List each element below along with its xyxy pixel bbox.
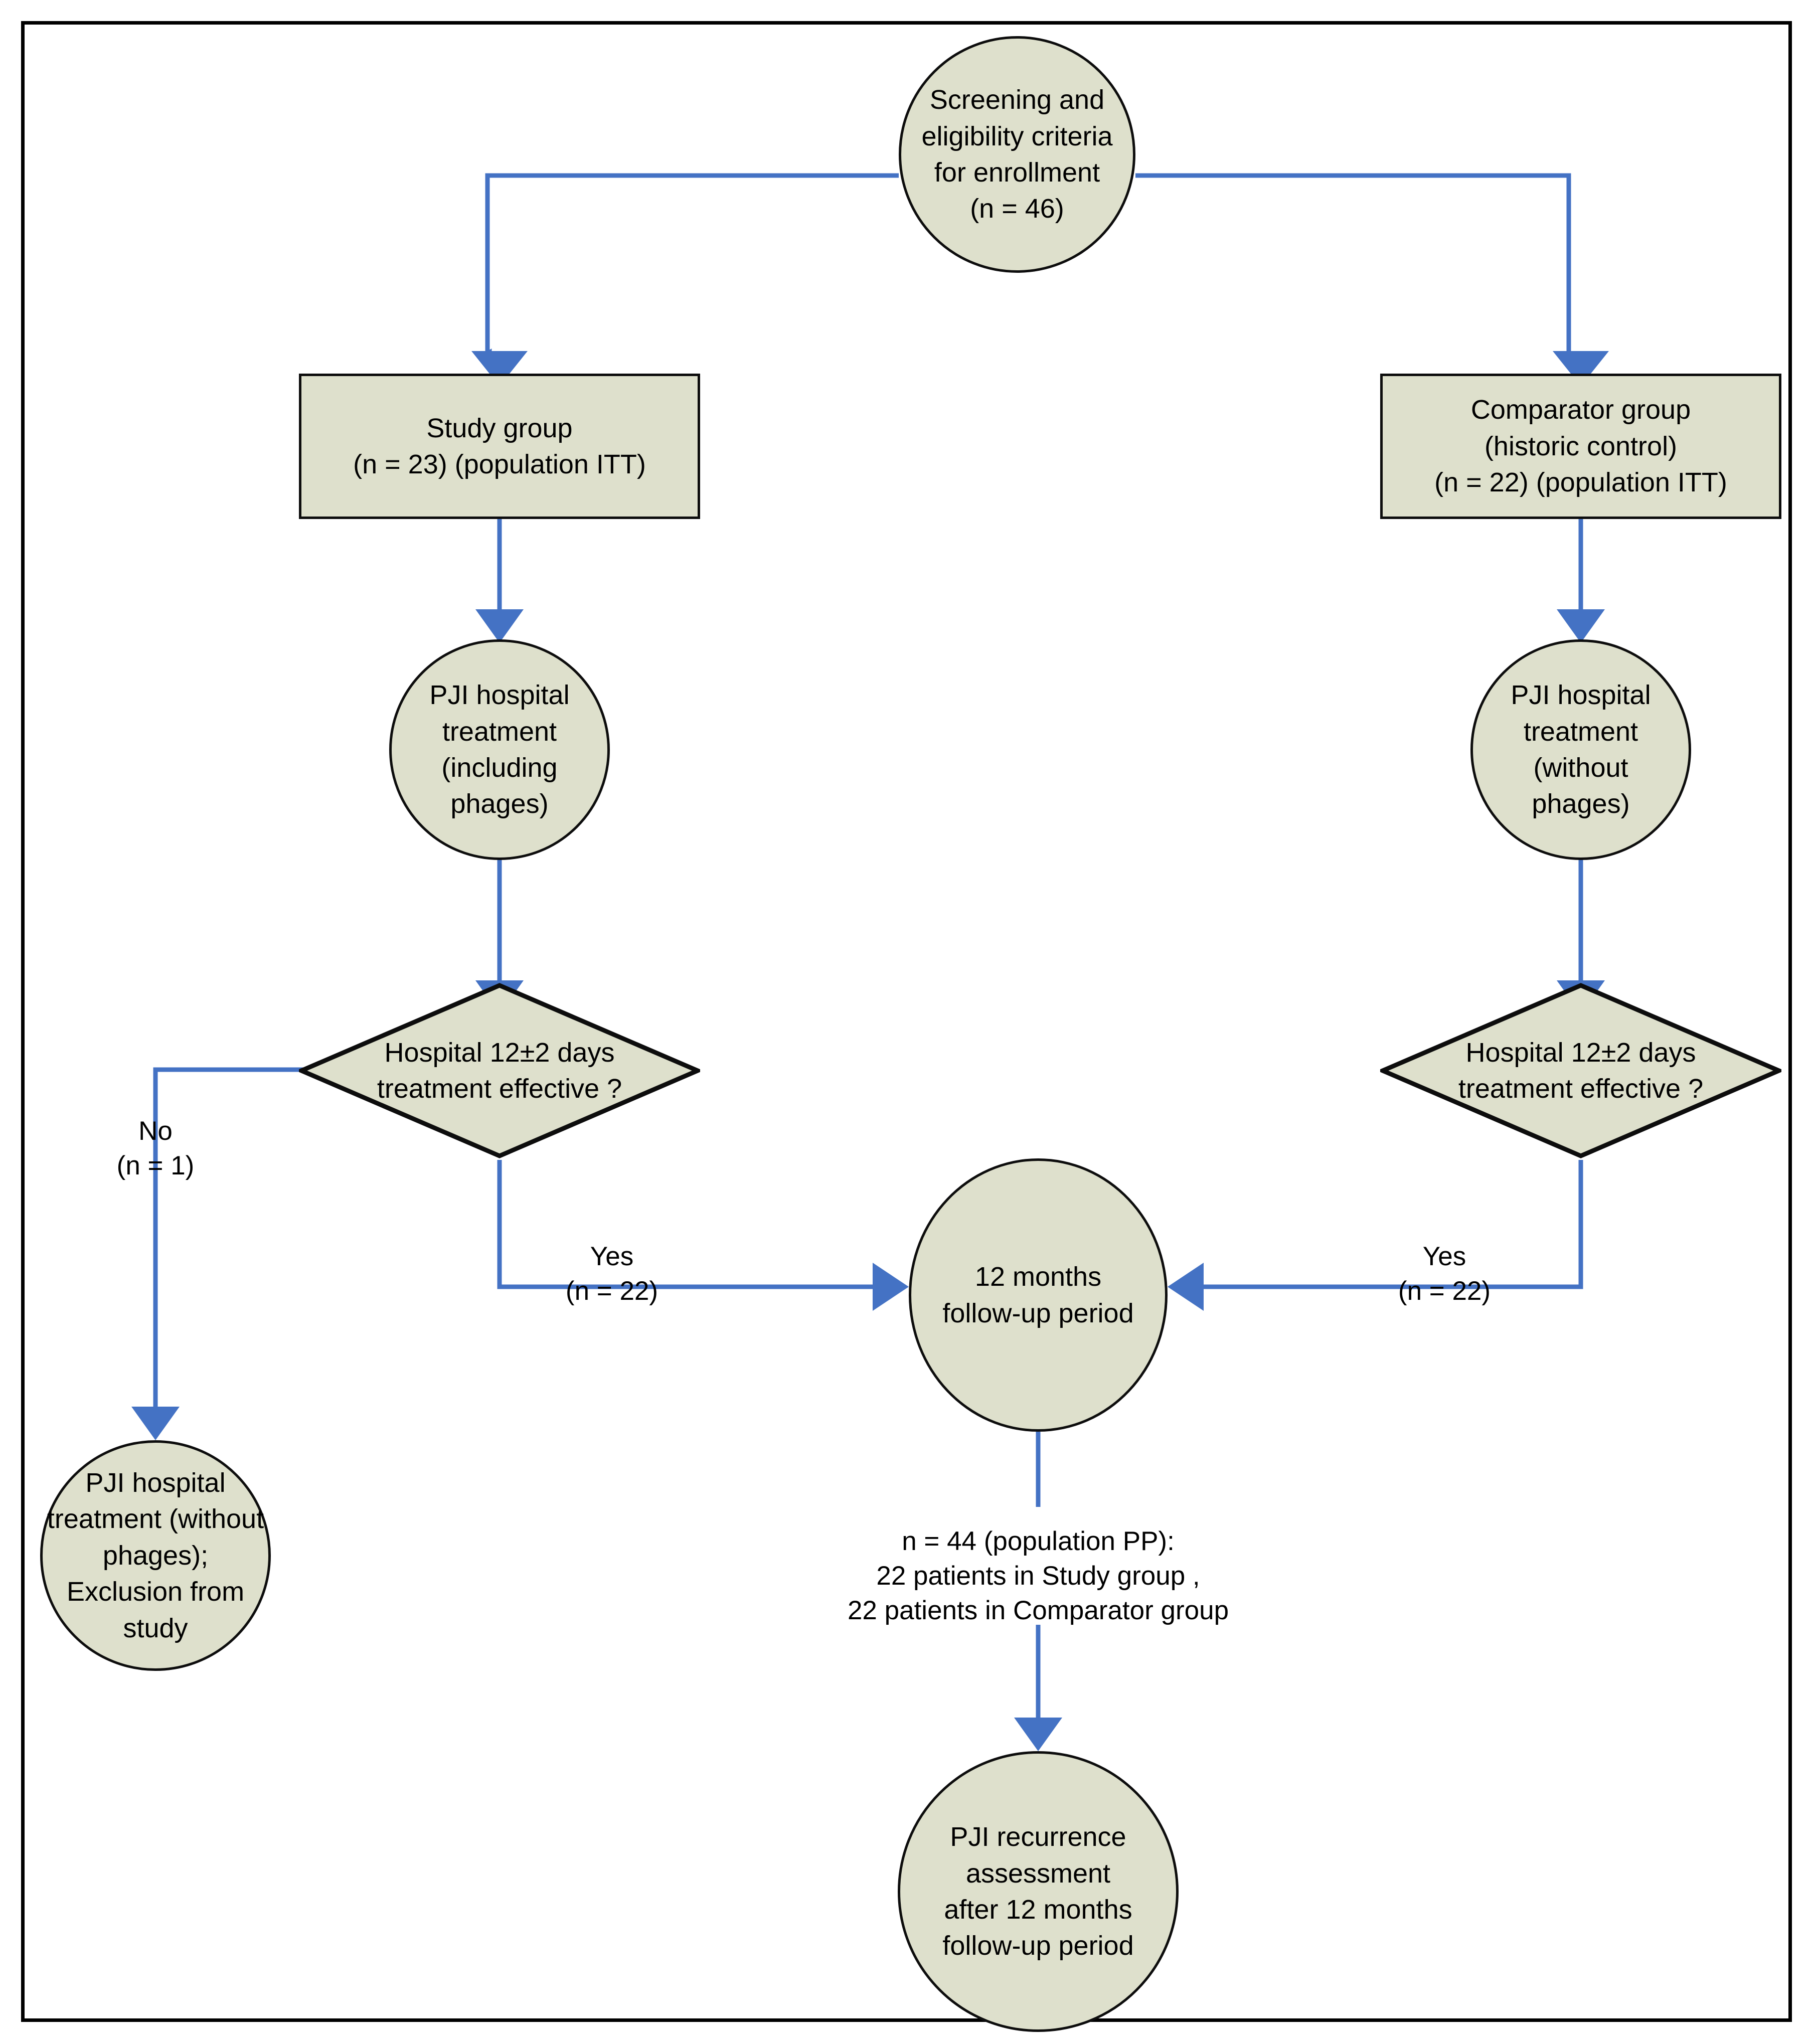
- node-recurrence-label: PJI recurrence assessment after 12 month…: [942, 1822, 1134, 1961]
- node-comparator-group-label: Comparator group (historic control) (n =…: [1434, 395, 1727, 498]
- node-exclusion-label: PJI hospital treatment (without phages);…: [47, 1468, 264, 1643]
- node-recurrence[interactable]: PJI recurrence assessment after 12 month…: [898, 1751, 1179, 2032]
- node-decision-left-label: Hospital 12±2 days treatment effective ?: [377, 1037, 622, 1104]
- node-study-group-label: Study group (n = 23) (population ITT): [353, 413, 646, 479]
- node-treatment-with-phages[interactable]: PJI hospital treatment (including phages…: [389, 639, 610, 860]
- node-followup-label: 12 months follow-up period: [942, 1262, 1134, 1328]
- diamond-shape-left: [299, 983, 700, 1158]
- edge-label-pp-population: n = 44 (population PP): 22 patients in S…: [847, 1526, 1229, 1625]
- node-screening[interactable]: Screening and eligibility criteria for e…: [899, 36, 1135, 273]
- node-comparator-group[interactable]: Comparator group (historic control) (n =…: [1380, 374, 1781, 519]
- node-exclusion[interactable]: PJI hospital treatment (without phages);…: [40, 1440, 271, 1671]
- node-decision-left[interactable]: Hospital 12±2 days treatment effective ?: [299, 983, 700, 1158]
- edge-label-yes-right: Yes (n = 22): [1398, 1242, 1491, 1306]
- node-screening-label: Screening and eligibility criteria for e…: [921, 85, 1113, 224]
- node-treatment-without-phages[interactable]: PJI hospital treatment (without phages): [1470, 639, 1691, 860]
- edge-label-no-branch: No (n = 1): [116, 1116, 195, 1180]
- edge-label-yes-left: Yes (n = 22): [565, 1242, 658, 1306]
- node-treatment-with-phages-label: PJI hospital treatment (including phages…: [429, 680, 570, 819]
- diamond-shape-right: [1380, 983, 1781, 1158]
- node-followup[interactable]: 12 months follow-up period: [909, 1158, 1168, 1432]
- node-decision-right-label: Hospital 12±2 days treatment effective ?: [1458, 1037, 1704, 1104]
- node-decision-right[interactable]: Hospital 12±2 days treatment effective ?: [1380, 983, 1781, 1158]
- diagram-border-frame: [21, 21, 1792, 2022]
- node-treatment-without-phages-label: PJI hospital treatment (without phages): [1511, 680, 1651, 819]
- node-study-group[interactable]: Study group (n = 23) (population ITT): [299, 374, 700, 519]
